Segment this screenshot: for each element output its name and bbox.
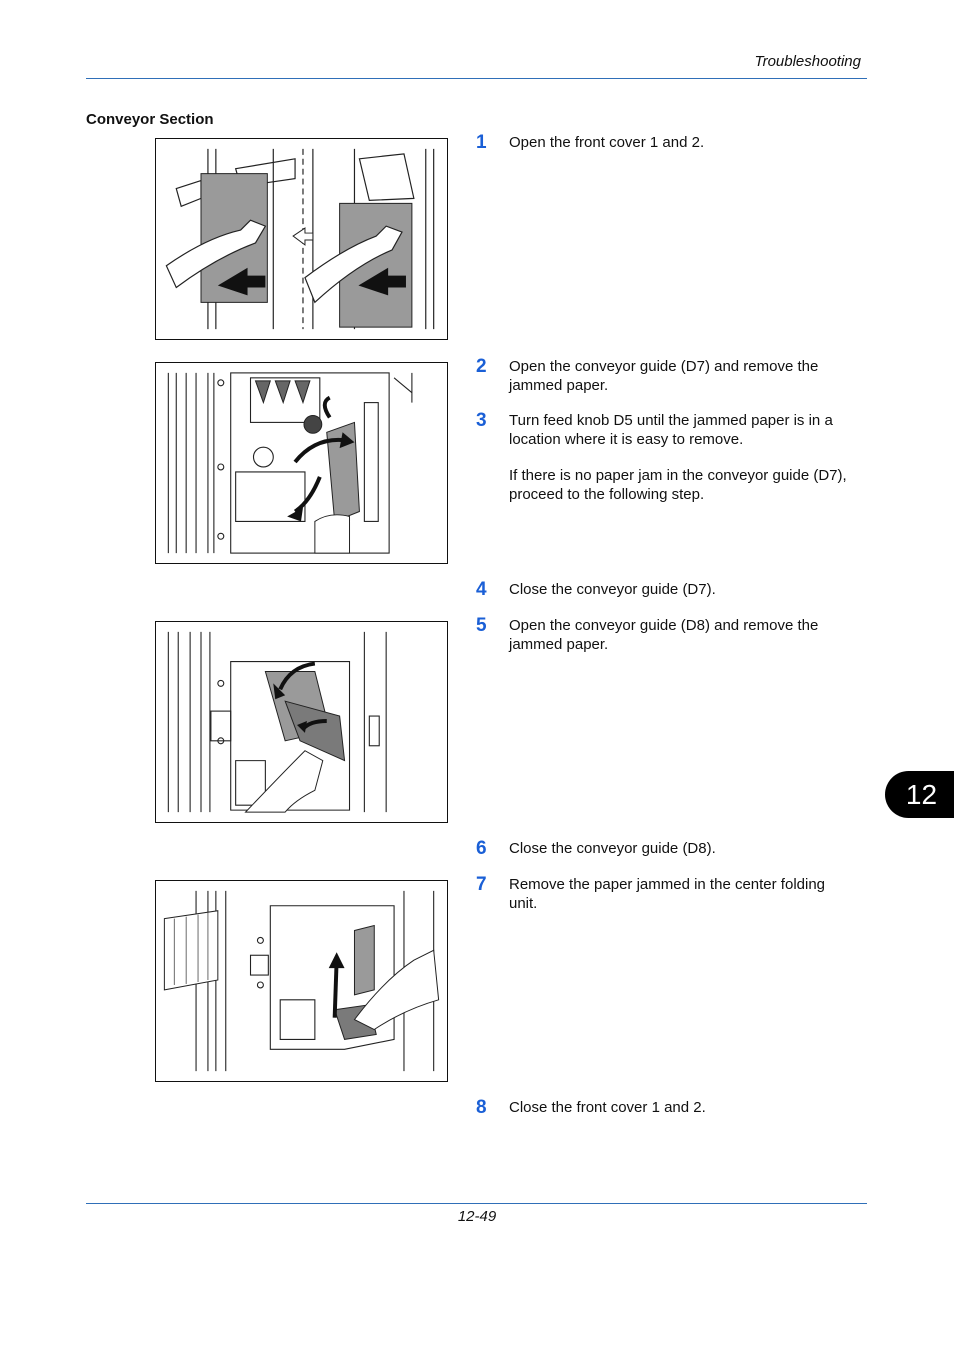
header-rule [86,78,867,79]
step-number: 6 [476,838,487,859]
figure-center-folding-unit [155,880,448,1082]
step-text: Turn feed knob D5 until the jammed paper… [509,412,833,448]
figure-conveyor-guide-d8 [155,621,448,823]
step-text: Close the conveyor guide (D7). [509,581,716,598]
section-title: Conveyor Section [86,111,214,128]
step-text: Open the front cover 1 and 2. [509,134,705,151]
step-6: 6 Close the conveyor guide (D8). [476,839,868,858]
step-text: Close the front cover 1 and 2. [509,1099,706,1116]
step-text: Close the conveyor guide (D8). [509,840,716,857]
step-2: 2 Open the conveyor guide (D7) and remov… [476,357,868,395]
step-3: 3 Turn feed knob D5 until the jammed pap… [476,411,868,449]
step-7: 7 Remove the paper jammed in the center … [476,875,868,913]
step-text: Open the conveyor guide (D8) and remove … [509,617,819,653]
header-title: Troubleshooting [754,53,861,70]
step-number: 3 [476,410,487,431]
step-1: 1 Open the front cover 1 and 2. [476,133,868,152]
step-number: 8 [476,1097,487,1118]
figure-open-front-covers [155,138,448,340]
step-3-note: If there is no paper jam in the conveyor… [509,467,847,503]
chapter-tab: 12 [885,771,954,818]
step-text: Remove the paper jammed in the center fo… [509,876,826,912]
figure-conveyor-guide-d7 [155,362,448,564]
step-text: Open the conveyor guide (D7) and remove … [509,358,819,394]
page-number: 12-49 [457,1208,497,1225]
step-number: 4 [476,579,487,600]
step-number: 2 [476,356,487,377]
footer-rule [86,1203,867,1204]
step-5: 5 Open the conveyor guide (D8) and remov… [476,616,868,654]
step-4: 4 Close the conveyor guide (D7). [476,580,868,599]
step-number: 1 [476,132,487,153]
step-8: 8 Close the front cover 1 and 2. [476,1098,868,1117]
step-number: 5 [476,615,487,636]
step-number: 7 [476,874,487,895]
